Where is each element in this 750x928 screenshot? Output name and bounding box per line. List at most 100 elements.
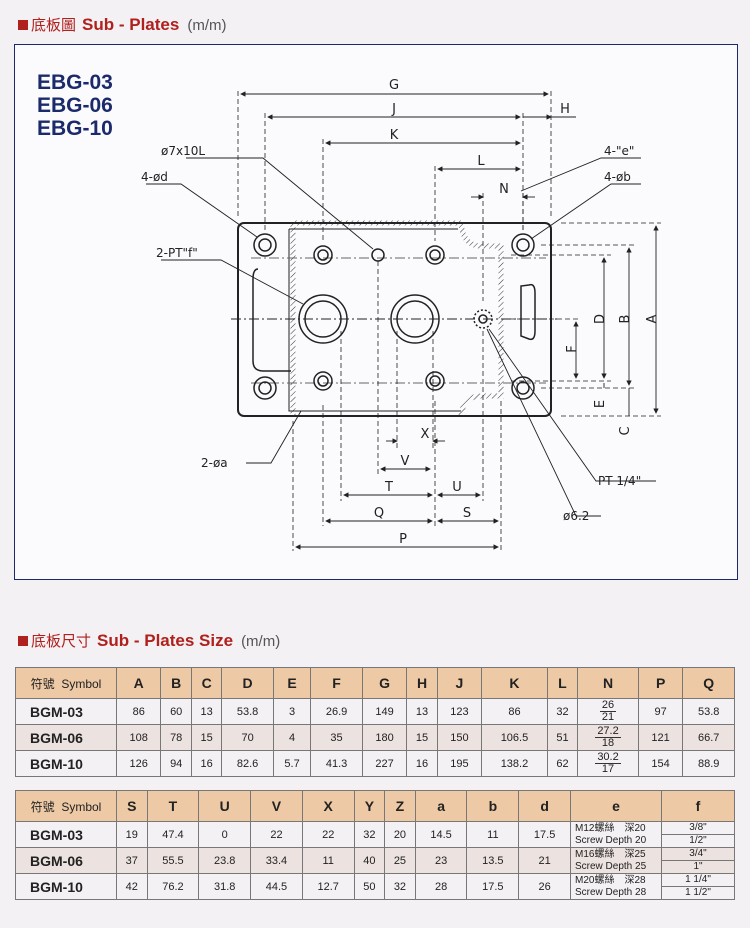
table-header-row: 符號 Symbol A B C D E F G H J K L N P Q xyxy=(15,667,735,699)
symbol-header: 符號 Symbol xyxy=(15,667,117,699)
cell: 106.5 xyxy=(481,724,548,751)
cell: 47.4 xyxy=(146,821,200,848)
col-header: B xyxy=(160,667,192,699)
title-en: Sub - Plates Size xyxy=(97,631,234,650)
col-header: L xyxy=(546,667,579,699)
cell: 150 xyxy=(436,724,483,751)
title-en: Sub - Plates xyxy=(82,15,180,34)
dim-label-f: F xyxy=(565,345,580,352)
dim-label-g: G xyxy=(389,78,399,93)
cell: 227 xyxy=(361,750,408,777)
cell: 70 xyxy=(221,724,274,751)
col-header: K xyxy=(481,667,548,699)
model-list: EBG-03 EBG-06 EBG-10 xyxy=(37,71,113,140)
callout-pt-1-4: PT 1/4" xyxy=(598,474,641,488)
cell: 32 xyxy=(353,821,386,848)
cell: 12.7 xyxy=(301,873,355,900)
col-header: D xyxy=(221,667,274,699)
cell: 19 xyxy=(116,821,148,848)
cell: 138.2 xyxy=(481,750,548,777)
cell: 17.5 xyxy=(466,873,520,900)
row-label: BGM-03 xyxy=(15,821,117,848)
cell: 50 xyxy=(353,873,386,900)
cell: 123 xyxy=(436,698,483,725)
col-header: V xyxy=(250,790,303,822)
cell: 86 xyxy=(115,698,162,725)
cell: 33.4 xyxy=(250,847,303,874)
row-label: BGM-03 xyxy=(15,698,117,725)
cell: 35 xyxy=(310,724,363,751)
col-header: d xyxy=(518,790,571,822)
cell: 15 xyxy=(406,724,438,751)
col-header: A xyxy=(115,667,162,699)
col-header: Z xyxy=(384,790,416,822)
callout-slot-hole: ø7x10L xyxy=(161,144,205,158)
callout-2-a: 2-øa xyxy=(201,456,228,470)
row-label: BGM-06 xyxy=(15,724,117,751)
cell: 23.8 xyxy=(198,847,252,874)
cell: 180 xyxy=(361,724,408,751)
cell: 41.3 xyxy=(310,750,363,777)
cell: 66.7 xyxy=(682,724,735,751)
model-ebg-03: EBG-03 xyxy=(37,71,113,94)
col-header: H xyxy=(406,667,438,699)
cell: 76.2 xyxy=(146,873,200,900)
size-table-1: 符號 Symbol A B C D E F G H J K L N P Q BG… xyxy=(15,667,735,777)
col-header: e xyxy=(570,790,662,822)
table-row: BGM-06 37 55.5 23.8 33.4 11 40 25 23 13.… xyxy=(15,847,735,874)
table-row: BGM-06 108 78 15 70 4 35 180 15 150 106.… xyxy=(15,724,735,751)
table-row: BGM-03 86 60 13 53.8 3 26.9 149 13 123 8… xyxy=(15,698,735,725)
dim-label-a: A xyxy=(645,314,660,323)
dim-label-j: J xyxy=(391,102,396,117)
dim-label-e: E xyxy=(593,400,608,408)
cell: 94 xyxy=(160,750,192,777)
dim-label-p: P xyxy=(399,532,407,547)
cell: 32 xyxy=(384,873,416,900)
cell: 195 xyxy=(436,750,483,777)
dim-label-s: S xyxy=(463,506,471,521)
cell: 26.9 xyxy=(310,698,363,725)
symbol-header: 符號 Symbol xyxy=(15,790,117,822)
cell: 88.9 xyxy=(682,750,735,777)
col-header: P xyxy=(637,667,684,699)
cell: 3 xyxy=(272,698,312,725)
cell: 26 xyxy=(518,873,571,900)
cell: 37 xyxy=(116,847,148,874)
cell-thread: 3/8"1/2" xyxy=(661,821,735,848)
col-header: N xyxy=(577,667,639,699)
cell: 11 xyxy=(301,847,355,874)
cell: 97 xyxy=(637,698,684,725)
title-cn: 底板圖 xyxy=(31,16,77,34)
bullet-square xyxy=(18,636,28,646)
dim-label-c: C xyxy=(618,426,633,435)
cell: 149 xyxy=(361,698,408,725)
callout-4-e: 4-"e" xyxy=(604,144,634,158)
bullet-square xyxy=(18,20,28,30)
cell: 21 xyxy=(518,847,571,874)
dim-label-l: L xyxy=(477,154,485,169)
table-row: BGM-03 19 47.4 0 22 22 32 20 14.5 11 17.… xyxy=(15,821,735,848)
dim-label-b: B xyxy=(618,315,633,324)
col-header: Q xyxy=(682,667,735,699)
cell-thread: 3/4"1" xyxy=(661,847,735,874)
col-header: F xyxy=(310,667,363,699)
col-header: a xyxy=(414,790,468,822)
dim-label-d: D xyxy=(593,314,608,324)
cell: 22 xyxy=(250,821,303,848)
table-row: BGM-10 126 94 16 82.6 5.7 41.3 227 16 19… xyxy=(15,750,735,777)
col-header: C xyxy=(190,667,223,699)
callout-d6-2: ø6.2 xyxy=(563,509,589,523)
cell: 14.5 xyxy=(414,821,468,848)
cell: 82.6 xyxy=(221,750,274,777)
dim-label-h: H xyxy=(560,102,570,117)
cell: 53.8 xyxy=(682,698,735,725)
cell: 17.5 xyxy=(518,821,571,848)
callout-2-pt-f: 2-PT"f" xyxy=(156,246,198,260)
cell: 5.7 xyxy=(272,750,312,777)
